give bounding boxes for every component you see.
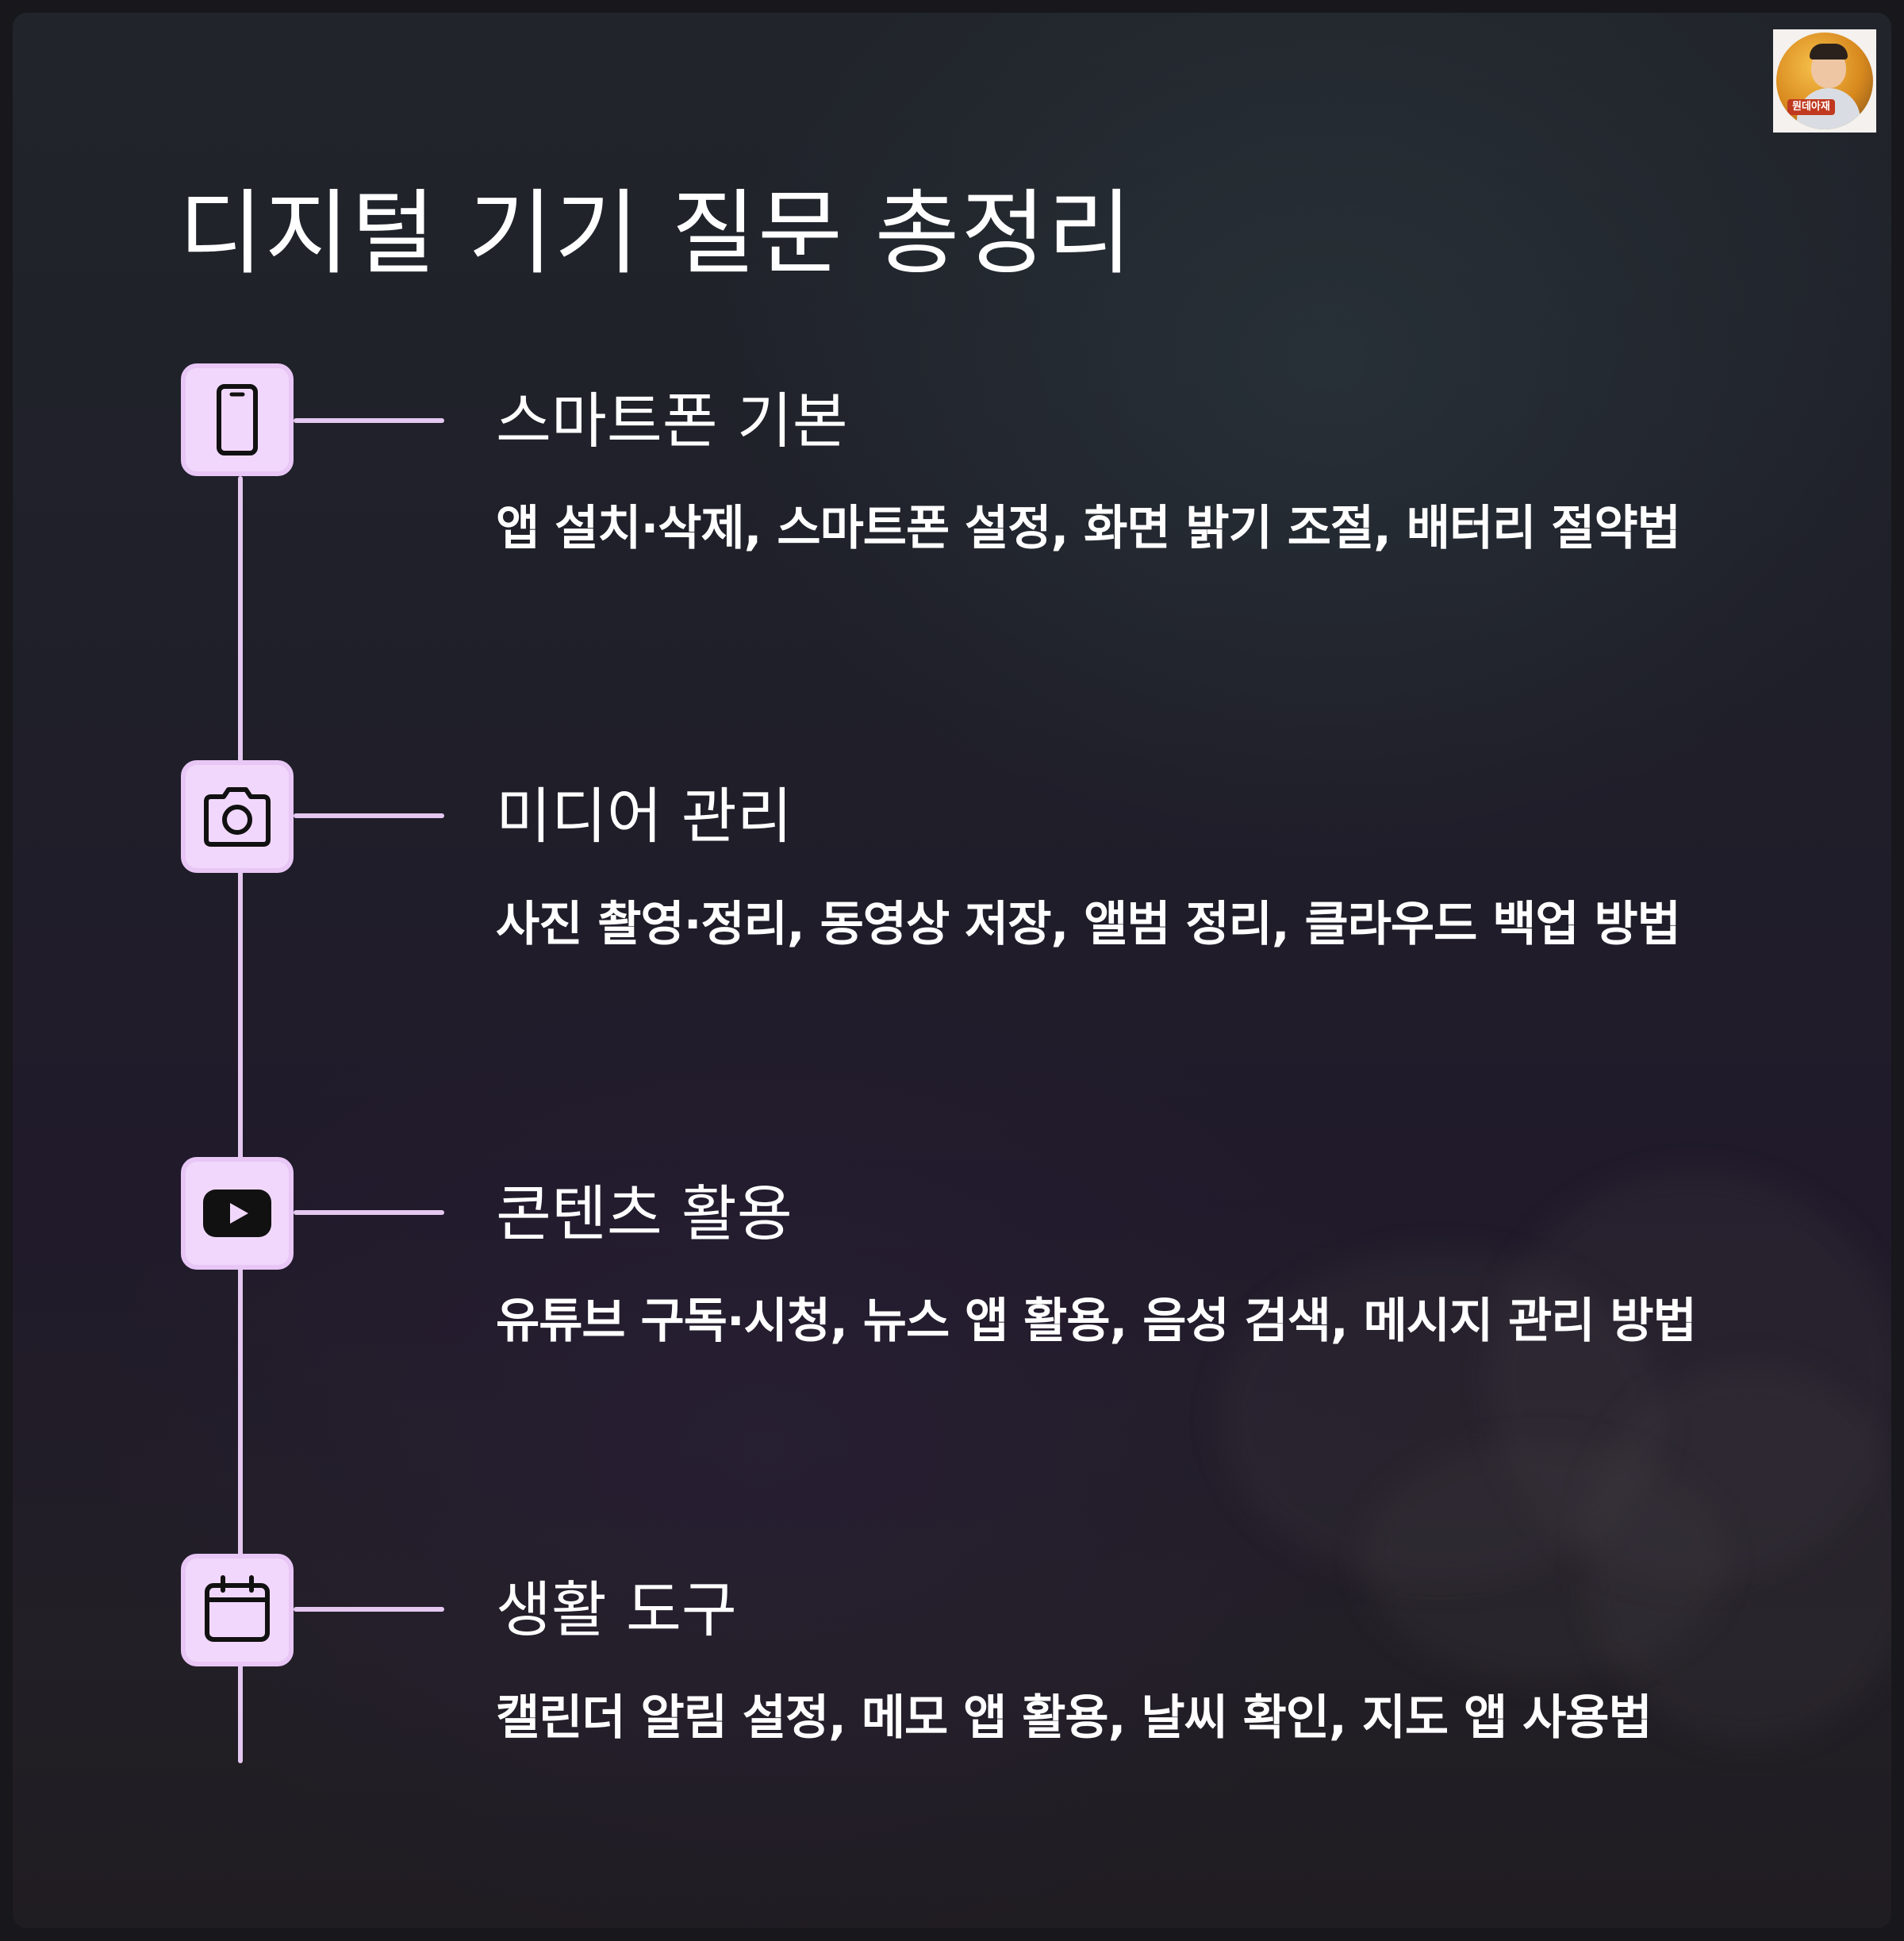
item-title: 콘텐츠 활용 (496, 1178, 793, 1249)
timeline-node (181, 1554, 294, 1666)
avatar-photo: 뭔데아재 (1776, 33, 1873, 129)
page-title: 디지털 기기 질문 총정리 (178, 180, 1134, 287)
item-title: 생활 도구 (496, 1574, 737, 1645)
item-description: 유튜브 구독·시청, 뉴스 앱 활용, 음성 검색, 메시지 관리 방법 (496, 1293, 1697, 1349)
item-title: 스마트폰 기본 (496, 386, 848, 456)
slide-panel (13, 13, 1891, 1928)
youtube-icon (203, 1190, 271, 1237)
background-cloud (1488, 1171, 1891, 1584)
timeline-node (181, 1157, 294, 1270)
camera-icon (204, 787, 271, 847)
timeline-connector (294, 1607, 444, 1612)
avatar-hair (1810, 44, 1848, 60)
timeline-node (181, 363, 294, 476)
timeline-connector (294, 418, 444, 423)
channel-avatar: 뭔데아재 (1773, 29, 1876, 133)
timeline-node (181, 760, 294, 873)
avatar-tag: 뭔데아재 (1787, 99, 1835, 115)
timeline-connector (294, 813, 444, 818)
item-description: 사진 촬영·정리, 동영상 저장, 앨범 정리, 클라우드 백업 방법 (496, 897, 1681, 952)
calendar-icon (205, 1575, 270, 1642)
item-description: 캘린더 알림 설정, 메모 앱 활용, 날씨 확인, 지도 앱 사용법 (496, 1690, 1653, 1746)
item-description: 앱 설치·삭제, 스마트폰 설정, 화면 밝기 조절, 배터리 절약법 (496, 501, 1681, 556)
background-cloud (1219, 1251, 1663, 1584)
background-cloud (1583, 1362, 1891, 1743)
timeline-line (238, 476, 243, 1763)
timeline-connector (294, 1210, 444, 1215)
smartphone-icon (217, 384, 258, 455)
background-cloud (1361, 1441, 1726, 1679)
item-title: 미디어 관리 (496, 781, 793, 851)
